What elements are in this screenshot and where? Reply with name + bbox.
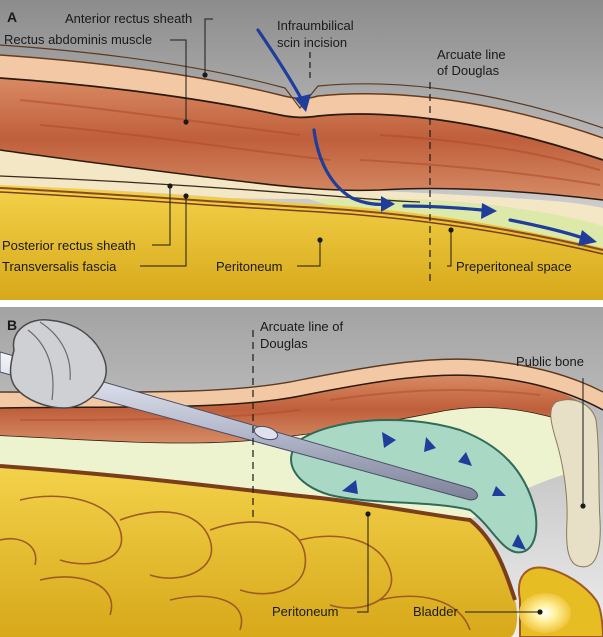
panel-a-transversalis-line <box>0 187 603 251</box>
label-arcuate-line-a1: Arcuate line <box>437 47 506 62</box>
panel-b: B Arcuate line of Douglas Public bone Pe… <box>0 307 603 637</box>
panel-a-muscle-fibers <box>19 99 601 186</box>
panel-a-peritoneum-line <box>0 191 603 255</box>
panel-a-letter: A <box>7 9 17 25</box>
label-bladder: Bladder <box>413 604 458 619</box>
panel-b-rectus-muscle <box>0 375 580 444</box>
dissection-balloon <box>290 419 538 554</box>
bowel-loops <box>0 495 471 631</box>
pubic-bone <box>550 399 601 568</box>
panel-b-leaders <box>357 378 586 615</box>
label-infraumbilical: Infraumbilical <box>277 18 354 33</box>
label-scin-incision: scin incision <box>277 35 347 50</box>
panel-a-muscle-bottom-line <box>0 149 603 201</box>
label-anterior-rectus-sheath: Anterior rectus sheath <box>65 11 192 26</box>
panel-a-preperitoneal-space <box>300 195 603 248</box>
label-transversalis-fascia: Transversalis fascia <box>2 259 117 274</box>
panel-a-fat-layer <box>0 185 603 300</box>
trocar-shaft <box>0 351 478 501</box>
bladder-highlight <box>519 593 571 633</box>
panel-a-muscle-top-line <box>0 77 603 161</box>
label-arcuate-line-b1: Arcuate line of <box>260 319 343 334</box>
label-rectus-abdominis-muscle: Rectus abdominis muscle <box>4 32 152 47</box>
trocar-handle-detail <box>27 321 71 401</box>
label-preperitoneal-space: Preperitoneal space <box>456 259 572 274</box>
panel-a-skin-outer <box>0 44 603 129</box>
panel-b-muscle-fibers <box>19 388 541 421</box>
label-arcuate-line-b2: Douglas <box>260 336 308 351</box>
panel-separator <box>0 300 603 307</box>
trocar-collar <box>253 425 279 441</box>
label-pubic-bone: Public bone <box>516 354 584 369</box>
label-peritoneum-b: Peritoneum <box>272 604 338 619</box>
panel-b-letter: B <box>7 317 17 333</box>
panel-a-leaders <box>140 18 454 267</box>
panel-b-peritoneum-line <box>0 464 517 601</box>
panel-a: A Anterior rectus sheath Rectus abdomini… <box>0 0 603 300</box>
panel-a-posterior-sheath-line <box>0 175 421 203</box>
label-arcuate-line-a2: of Douglas <box>437 63 500 78</box>
label-peritoneum-a: Peritoneum <box>216 259 282 274</box>
trocar-handle <box>9 319 108 409</box>
label-posterior-rectus-sheath: Posterior rectus sheath <box>2 238 136 253</box>
panel-a-anterior-sheath <box>0 55 603 160</box>
panel-a-dissection-arrows <box>256 28 597 246</box>
balloon-expansion-arrows <box>342 432 526 550</box>
